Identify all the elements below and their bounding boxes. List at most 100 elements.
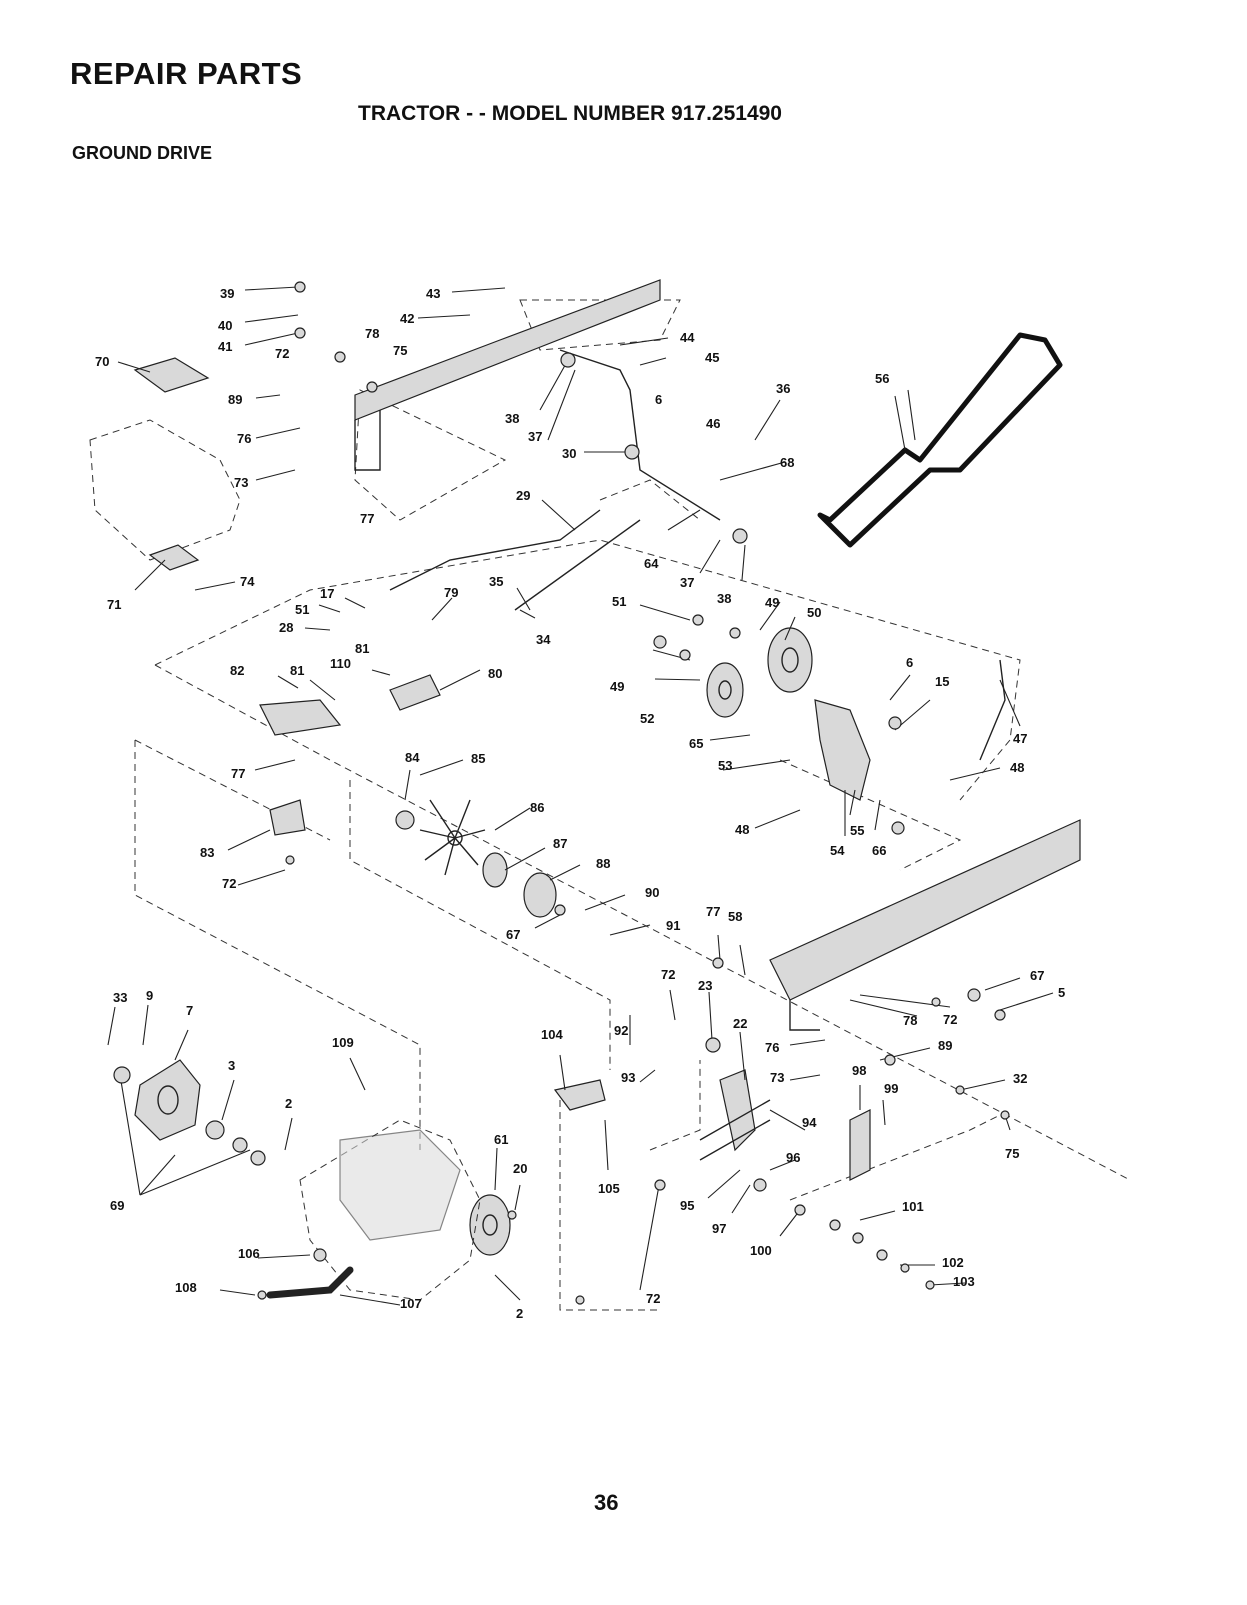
callout-50: 50	[807, 605, 821, 620]
callout-86: 86	[530, 800, 544, 815]
callout-2: 2	[285, 1096, 292, 1111]
callout-85: 85	[471, 751, 485, 766]
bracket-82	[259, 699, 342, 736]
callout-49: 49	[765, 595, 779, 610]
model-subtitle: TRACTOR - - MODEL NUMBER 917.251490	[358, 102, 782, 125]
callout-82: 82	[230, 663, 244, 678]
callout-76: 76	[237, 431, 251, 446]
callout-84: 84	[405, 750, 420, 765]
callout-29: 29	[516, 488, 530, 503]
callout-34: 34	[536, 632, 551, 647]
callout-43: 43	[426, 286, 440, 301]
callout-67: 67	[1030, 968, 1044, 983]
callout-6: 6	[655, 392, 662, 407]
callout-72: 72	[646, 1291, 660, 1306]
callout-72: 72	[943, 1012, 957, 1027]
callout-52: 52	[640, 711, 654, 726]
callout-56: 56	[875, 371, 889, 386]
callout-53: 53	[718, 758, 732, 773]
callout-77: 77	[360, 511, 374, 526]
callout-20: 20	[513, 1161, 527, 1176]
callout-81: 81	[355, 641, 369, 656]
callout-6: 6	[906, 655, 913, 670]
callout-58: 58	[728, 909, 742, 924]
callout-102: 102	[942, 1255, 964, 1270]
callout-36: 36	[776, 381, 790, 396]
callout-74: 74	[240, 574, 255, 589]
bracket-104	[553, 1079, 606, 1111]
callout-61: 61	[494, 1132, 508, 1147]
callout-92: 92	[614, 1023, 628, 1038]
idler-pulley-50	[767, 627, 813, 693]
callout-77: 77	[706, 904, 720, 919]
callout-76: 76	[765, 1040, 779, 1055]
callout-17: 17	[320, 586, 334, 601]
cooling-fan-86	[419, 799, 486, 876]
callout-37: 37	[528, 429, 542, 444]
bracket-80	[389, 674, 441, 711]
callout-78: 78	[365, 326, 379, 341]
pulley-87	[482, 852, 508, 888]
shift-lever-bracket	[699, 1069, 771, 1161]
callout-67: 67	[506, 927, 520, 942]
callout-87: 87	[553, 836, 567, 851]
callout-3: 3	[228, 1058, 235, 1073]
transmission-pulley-61	[469, 1194, 511, 1256]
callout-28: 28	[279, 620, 293, 635]
callout-39: 39	[220, 286, 234, 301]
callout-108: 108	[175, 1280, 197, 1295]
callout-73: 73	[234, 475, 248, 490]
callout-97: 97	[712, 1221, 726, 1236]
callout-79: 79	[444, 585, 458, 600]
leader-lines	[107, 286, 1054, 1306]
callout-72: 72	[222, 876, 236, 891]
callout-83: 83	[200, 845, 214, 860]
callout-55: 55	[850, 823, 864, 838]
callout-93: 93	[621, 1070, 635, 1085]
callout-2: 2	[516, 1306, 523, 1321]
callout-33: 33	[113, 990, 127, 1005]
hardware-nuts-washers	[113, 281, 1010, 1305]
page-title: REPAIR PARTS	[70, 56, 303, 91]
callout-89: 89	[228, 392, 242, 407]
callout-41: 41	[218, 339, 232, 354]
drive-belt	[817, 332, 1063, 548]
callout-77: 77	[231, 766, 245, 781]
callout-32: 32	[1013, 1071, 1027, 1086]
callout-23: 23	[698, 978, 712, 993]
callout-54: 54	[830, 843, 845, 858]
callout-68: 68	[780, 455, 794, 470]
pulley-88	[523, 872, 557, 918]
callout-64: 64	[644, 556, 659, 571]
callout-65: 65	[689, 736, 703, 751]
bracket-98	[849, 1109, 871, 1181]
callout-89: 89	[938, 1038, 952, 1053]
hose-107	[266, 1266, 354, 1299]
callout-38: 38	[717, 591, 731, 606]
callout-110: 110	[330, 656, 351, 671]
pedal-pad	[133, 357, 210, 393]
callout-51: 51	[612, 594, 626, 609]
callout-72: 72	[661, 967, 675, 982]
section-title: GROUND DRIVE	[72, 143, 213, 163]
callout-107: 107	[400, 1296, 422, 1311]
idler-bracket-54	[814, 699, 871, 801]
page-number: 36	[594, 1490, 619, 1515]
callout-40: 40	[218, 318, 232, 333]
callout-labels: 3940414342787572444570897673773837636465…	[95, 286, 1065, 1321]
callout-69: 69	[110, 1198, 124, 1213]
callout-81: 81	[290, 663, 304, 678]
callout-44: 44	[680, 330, 695, 345]
callout-72: 72	[275, 346, 289, 361]
callout-48: 48	[1010, 760, 1024, 775]
callout-45: 45	[705, 350, 719, 365]
pedal-plate	[148, 544, 200, 571]
fender-housing	[89, 419, 241, 561]
callout-100: 100	[750, 1243, 772, 1258]
callout-95: 95	[680, 1198, 694, 1213]
callout-78: 78	[903, 1013, 917, 1028]
callout-30: 30	[562, 446, 576, 461]
callout-51: 51	[295, 602, 309, 617]
callout-37: 37	[680, 575, 694, 590]
